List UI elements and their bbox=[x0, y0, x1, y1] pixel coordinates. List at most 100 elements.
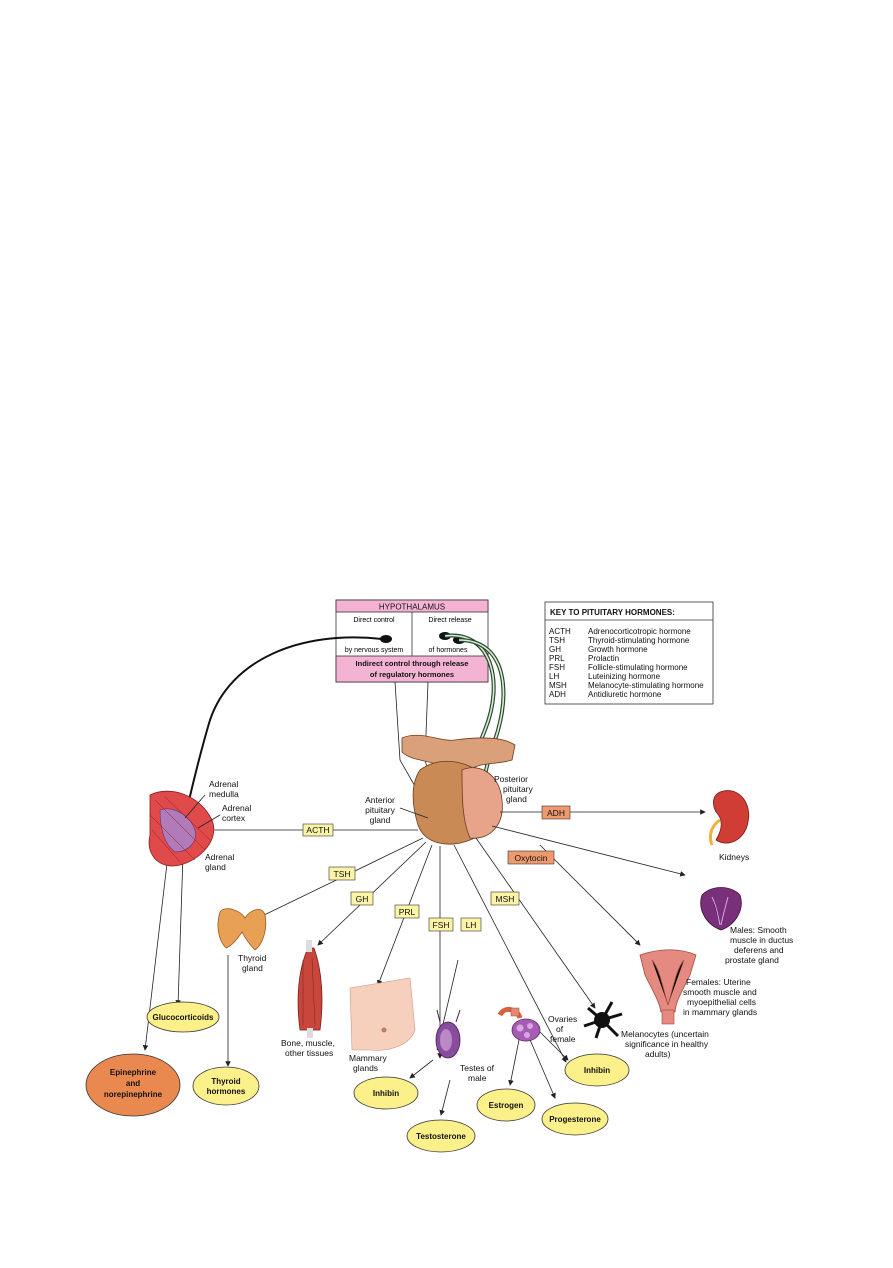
anterior-pituitary-label-3: gland bbox=[370, 815, 391, 825]
adrenal-medulla-label-1: Adrenal bbox=[209, 779, 238, 789]
indirect-control-label-2: of regulatory hormones bbox=[370, 670, 454, 679]
key-abbr: ACTH bbox=[549, 627, 571, 636]
tag-msh: MSH bbox=[490, 891, 520, 906]
key-abbr: FSH bbox=[549, 663, 565, 672]
svg-text:GH: GH bbox=[356, 894, 369, 904]
key-abbr: ADH bbox=[549, 690, 566, 699]
adrenal-cortex-label-2: cortex bbox=[222, 813, 246, 823]
hormone-key: KEY TO PITUITARY HORMONES: ACTH Adrenocor… bbox=[544, 601, 714, 705]
females-label-4: in mammary glands bbox=[683, 1007, 757, 1017]
melanocyte-icon bbox=[583, 1001, 623, 1039]
key-abbr: LH bbox=[549, 672, 559, 681]
svg-text:MSH: MSH bbox=[496, 894, 515, 904]
svg-text:Testosterone: Testosterone bbox=[416, 1132, 466, 1141]
females-label-1: Females: Uterine bbox=[686, 977, 751, 987]
thyroid-gland-label-1: Thyroid bbox=[238, 953, 267, 963]
muscle-bone-icon bbox=[297, 940, 323, 1038]
posterior-pituitary-label-3: gland bbox=[506, 794, 527, 804]
key-name: Luteinizing hormone bbox=[588, 672, 661, 681]
tag-acth: ACTH bbox=[302, 823, 334, 837]
females-label-2: smooth muscle and bbox=[683, 987, 757, 997]
output-inhibin-male: Inhibin bbox=[353, 1076, 419, 1110]
svg-text:Epinephrine: Epinephrine bbox=[110, 1068, 157, 1077]
key-name: Adrenocorticotropic hormone bbox=[588, 627, 691, 636]
key-abbr: GH bbox=[549, 645, 561, 654]
melanocytes-label-3: adults) bbox=[645, 1049, 671, 1059]
pituitary-gland-icon bbox=[401, 734, 516, 845]
svg-text:Inhibin: Inhibin bbox=[373, 1089, 399, 1098]
tag-prl: PRL bbox=[394, 904, 420, 919]
posterior-pituitary-label-1: Posterior bbox=[494, 774, 528, 784]
testes-label-2: male bbox=[468, 1073, 487, 1083]
key-title: KEY TO PITUITARY HORMONES: bbox=[550, 608, 675, 617]
bone-muscle-label-1: Bone, muscle, bbox=[281, 1038, 335, 1048]
key-name: Thyroid-stimulating hormone bbox=[588, 636, 690, 645]
males-label-4: prostate gland bbox=[725, 955, 779, 965]
thyroid-gland-icon bbox=[217, 908, 267, 951]
mammary-label-2: glands bbox=[353, 1063, 378, 1073]
tag-oxytocin: Oxytocin bbox=[507, 850, 555, 865]
ovaries-label-2: of bbox=[556, 1024, 564, 1034]
svg-text:Oxytocin: Oxytocin bbox=[514, 853, 547, 863]
svg-text:hormones: hormones bbox=[207, 1087, 246, 1096]
tag-lh: LH bbox=[460, 917, 482, 932]
tag-adh: ADH bbox=[541, 805, 571, 820]
of-hormones-label: of hormones bbox=[429, 647, 468, 654]
key-abbr: PRL bbox=[549, 654, 565, 663]
svg-text:and: and bbox=[126, 1079, 140, 1088]
prostate-icon bbox=[700, 887, 742, 931]
svg-text:PRL: PRL bbox=[399, 907, 416, 917]
males-label-1: Males: Smooth bbox=[730, 925, 787, 935]
key-name: Follicle-stimulating hormone bbox=[588, 663, 688, 672]
direct-control-label: Direct control bbox=[353, 617, 395, 624]
key-name: Antidiuretic hormone bbox=[588, 690, 662, 699]
direct-release-label: Direct release bbox=[428, 617, 471, 624]
mammary-gland-icon bbox=[349, 977, 416, 1051]
males-label-2: muscle in ductus bbox=[730, 935, 793, 945]
ovaries-label-3: female bbox=[550, 1034, 576, 1044]
mammary-label-1: Mammary bbox=[349, 1053, 388, 1063]
posterior-pituitary-label-2: pituitary bbox=[503, 784, 534, 794]
adrenal-cortex-label-1: Adrenal bbox=[222, 803, 251, 813]
uterus-icon bbox=[639, 949, 697, 1025]
output-estrogen: Estrogen bbox=[476, 1088, 536, 1122]
adrenal-medulla-label-2: medulla bbox=[209, 789, 239, 799]
output-thyroid-hormones: Thyroid hormones bbox=[192, 1066, 260, 1106]
svg-text:Progesterone: Progesterone bbox=[549, 1115, 601, 1124]
svg-text:TSH: TSH bbox=[334, 869, 351, 879]
testes-icon bbox=[435, 1009, 461, 1059]
tag-fsh: FSH bbox=[428, 917, 454, 932]
key-name: Growth hormone bbox=[588, 645, 648, 654]
anterior-pituitary-label-1: Anterior bbox=[365, 795, 395, 805]
svg-text:FSH: FSH bbox=[433, 920, 450, 930]
output-epinephrine: Epinephrine and norepinephrine bbox=[85, 1053, 181, 1117]
svg-text:Glucocorticoids: Glucocorticoids bbox=[153, 1013, 214, 1022]
hypothalamus-title: HYPOTHALAMUS bbox=[379, 603, 445, 612]
females-label-3: myoepithelial cells bbox=[687, 997, 756, 1007]
ovaries-label-1: Ovaries bbox=[548, 1014, 577, 1024]
tag-tsh: TSH bbox=[328, 866, 356, 881]
key-abbr: TSH bbox=[549, 636, 565, 645]
kidneys-label: Kidneys bbox=[719, 852, 749, 862]
adrenal-gland-label-1: Adrenal bbox=[205, 852, 234, 862]
svg-text:LH: LH bbox=[466, 920, 477, 930]
output-progesterone: Progesterone bbox=[541, 1102, 609, 1136]
key-name: Prolactin bbox=[588, 654, 619, 663]
kidney-icon bbox=[708, 790, 750, 846]
svg-text:ADH: ADH bbox=[547, 808, 565, 818]
svg-text:norepinephrine: norepinephrine bbox=[104, 1090, 163, 1099]
bone-muscle-label-2: other tissues bbox=[285, 1048, 333, 1058]
hypothalamus-box: HYPOTHALAMUS Direct control by nervous s… bbox=[335, 599, 489, 683]
anterior-pituitary-label-2: pituitary bbox=[365, 805, 396, 815]
testes-label-1: Testes of bbox=[460, 1063, 495, 1073]
melanocytes-label-2: significance in healthy bbox=[625, 1039, 709, 1049]
indirect-control-label-1: Indirect control through release bbox=[356, 659, 469, 668]
svg-text:Thyroid: Thyroid bbox=[211, 1077, 240, 1086]
svg-text:ACTH: ACTH bbox=[306, 825, 329, 835]
ovaries-icon bbox=[497, 1006, 541, 1042]
thyroid-gland-label-2: gland bbox=[242, 963, 263, 973]
key-name: Melanocyte-stimulating hormone bbox=[588, 681, 704, 690]
output-inhibin-female: Inhibin bbox=[564, 1053, 630, 1087]
